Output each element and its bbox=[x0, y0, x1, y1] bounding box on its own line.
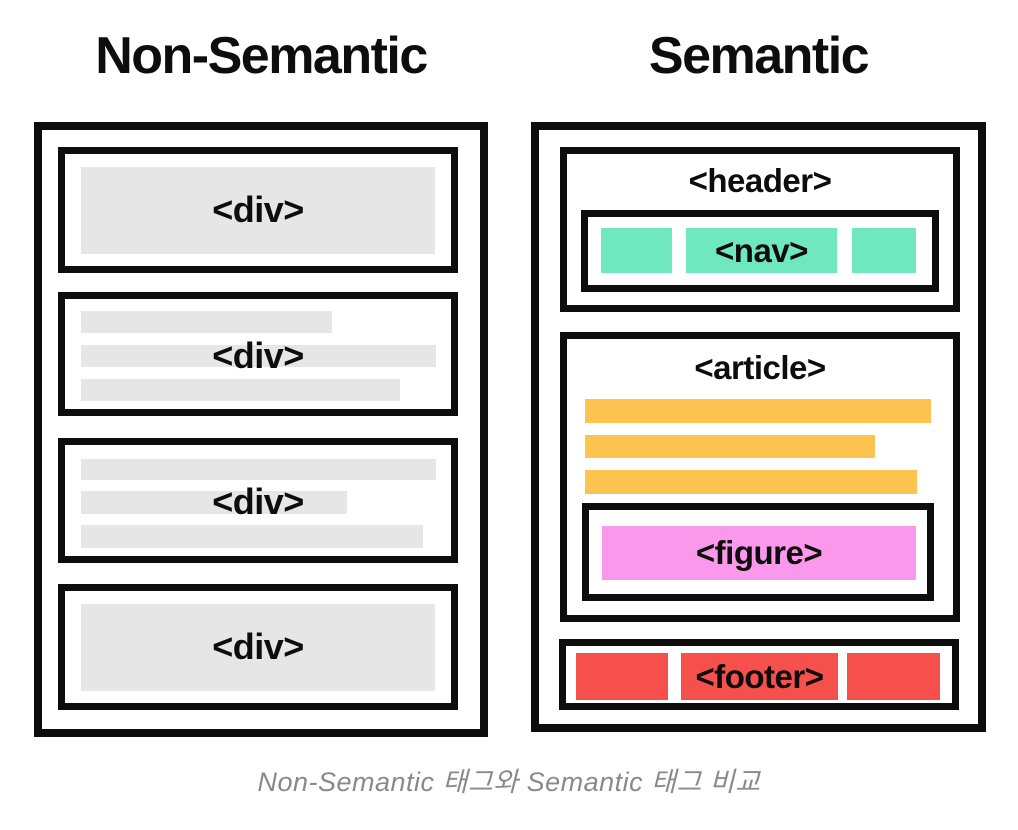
div-label-wrap: <div> bbox=[65, 335, 451, 376]
text-placeholder-bar bbox=[81, 379, 400, 401]
div-block-2: <div> bbox=[58, 292, 458, 416]
footer-block: <footer> bbox=[559, 639, 959, 710]
div-tag-label: <div> bbox=[212, 481, 304, 522]
figure-tag-label: <figure> bbox=[695, 534, 823, 571]
footer-item-placeholder bbox=[847, 653, 940, 700]
div-label-wrap: <div> bbox=[65, 481, 451, 522]
article-tag-label: <article> bbox=[694, 349, 826, 386]
text-placeholder-bar bbox=[585, 399, 931, 423]
non-semantic-page-container: <div> <div> <div> <div> bbox=[34, 122, 488, 737]
footer-tag-label: <footer> bbox=[695, 657, 824, 695]
article-block: <article> <figure> bbox=[560, 332, 960, 622]
nav-item-placeholder: <nav> bbox=[686, 228, 837, 273]
div-block-1: <div> bbox=[58, 147, 458, 273]
figure-placeholder: <figure> bbox=[602, 526, 916, 580]
text-placeholder-bar bbox=[81, 525, 423, 548]
div-tag-label: <div> bbox=[212, 626, 304, 667]
div-label-wrap: <div> bbox=[65, 154, 451, 266]
nav-tag-label: <nav> bbox=[715, 231, 808, 269]
header-block: <header> <nav> bbox=[560, 147, 960, 312]
content-placeholder bbox=[81, 167, 435, 254]
caption: Non-Semantic 태그와 Semantic 태그 비교 bbox=[257, 767, 761, 797]
header-label-wrap: <header> bbox=[567, 162, 953, 200]
header-tag-label: <header> bbox=[688, 162, 832, 199]
nav-item-placeholder bbox=[601, 228, 672, 273]
semantic-page-container: <header> <nav> <article> <figure> bbox=[531, 122, 986, 732]
text-placeholder-bar bbox=[585, 470, 917, 494]
text-placeholder-bar bbox=[81, 345, 436, 367]
non-semantic-title: Non-Semantic bbox=[95, 27, 428, 85]
footer-item-placeholder bbox=[576, 653, 668, 700]
semantic-title: Semantic bbox=[648, 27, 870, 85]
div-tag-label: <div> bbox=[212, 189, 304, 230]
div-block-3: <div> bbox=[58, 438, 458, 563]
content-placeholder bbox=[81, 604, 435, 691]
text-placeholder-bar bbox=[585, 435, 875, 458]
text-placeholder-bar bbox=[81, 311, 332, 333]
div-tag-label: <div> bbox=[212, 335, 304, 376]
div-block-4: <div> bbox=[58, 584, 458, 710]
nav-item-placeholder bbox=[852, 228, 916, 273]
text-placeholder-bar bbox=[81, 491, 347, 514]
article-label-wrap: <article> bbox=[567, 349, 953, 387]
text-placeholder-bar bbox=[81, 459, 436, 480]
div-label-wrap: <div> bbox=[65, 591, 451, 703]
figure-block: <figure> bbox=[582, 503, 934, 601]
footer-item-placeholder: <footer> bbox=[681, 653, 838, 700]
nav-block: <nav> bbox=[581, 210, 939, 292]
